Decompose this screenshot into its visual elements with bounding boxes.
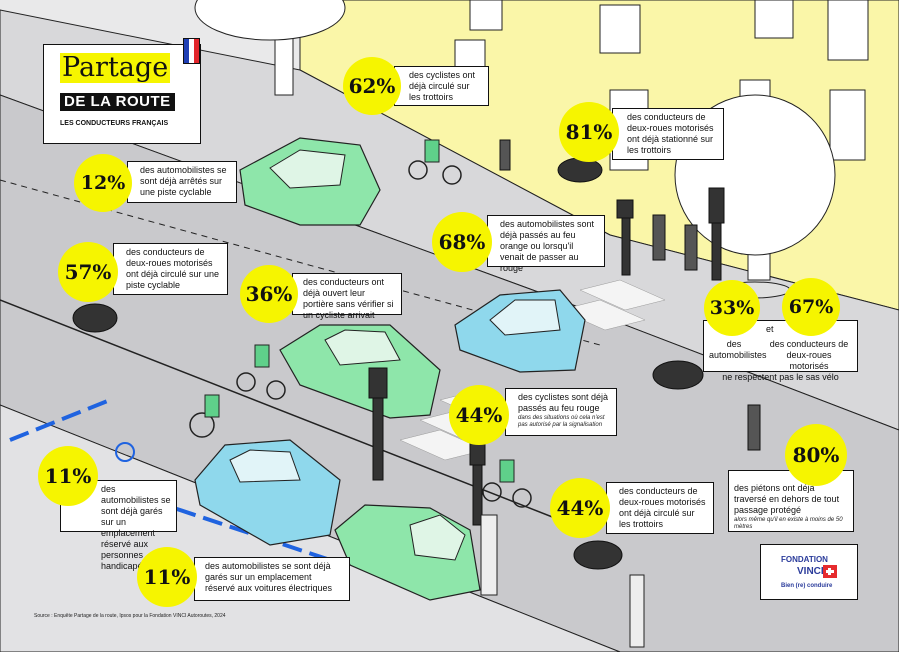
cyclists (189, 160, 532, 508)
logo-line2: VINCI (797, 566, 824, 577)
ev-charger (480, 514, 498, 596)
sas-velo-label-a: des automobilistes (709, 339, 767, 360)
sas-velo-connector: et (766, 324, 774, 334)
stat-text-motorcyclists-parked-sidewalk: des conducteurs de deux-roues motorisés … (612, 108, 724, 160)
wheelchair-icon (115, 442, 135, 462)
stat-note-pedestrians-crossing: alors même qu'il en existe à moins de 50… (734, 517, 843, 530)
sas-velo-text: ne respectent pas le sas vélo (722, 372, 839, 382)
stat-percent-ev-parking: 11% (137, 547, 197, 607)
stat-percent-sas-velo-motorcyclists: 67% (782, 278, 840, 336)
title-line1: Partage (60, 52, 171, 83)
stat-percent-door-opening: 36% (240, 265, 298, 323)
stat-percent-sas-velo-drivers: 33% (704, 280, 760, 336)
title-line2: DE LA ROUTE (60, 93, 175, 111)
title-line3: LES CONDUCTEURS FRANÇAIS (60, 120, 169, 127)
pedestrians (499, 139, 761, 451)
traffic-lights (368, 187, 725, 526)
stat-text-door-opening: des conducteurs ont déjà ouvert leur por… (292, 273, 402, 320)
stat-percent-disabled-parking: 11% (38, 446, 98, 506)
car-green-top (239, 137, 381, 226)
ev-charger (629, 574, 645, 648)
stat-percent-drivers-orange-light: 68% (432, 212, 492, 272)
stat-percent-cyclists-red-light: 44% (449, 385, 509, 445)
stat-text-motorcyclists-sidewalk: des conducteurs de deux-roues motorisés … (606, 482, 714, 534)
stat-text-cyclists-red-light: des cyclistes sont déjà passés au feu ro… (505, 388, 617, 436)
riders (204, 139, 515, 483)
sas-velo-label-b: des conducteurs de deux-roues motorisés (769, 339, 849, 371)
stat-percent-motorcyclists-sidewalk: 44% (550, 478, 610, 538)
tree-left (194, 0, 346, 96)
logo-line3: Bien (re) conduire (781, 583, 833, 589)
source-caption: Source : Enquête Partage de la route, Ip… (34, 613, 226, 619)
pickup-green (334, 504, 481, 601)
stat-text-ev-parking: des automobilistes se sont déjà garés su… (194, 557, 350, 601)
stat-text-cyclists-sidewalk: des cyclistes ont déjà circulé sur les t… (394, 66, 489, 106)
car-green-middle (279, 324, 441, 419)
stat-percent-pedestrians-crossing: 80% (785, 424, 847, 486)
title-panel: Partage DE LA ROUTE LES CONDUCTEURS FRAN… (43, 44, 201, 144)
stat-main-pedestrians-crossing: des piétons ont déjà traversé en dehors … (734, 483, 840, 515)
car-blue-right (454, 289, 586, 373)
stat-percent-motorcyclists-bike-lane: 57% (58, 242, 118, 302)
fondation-vinci-logo: FONDATION VINCI Bien (re) conduire (760, 544, 858, 600)
stat-main-cyclists-red-light: des cyclistes sont déjà passés au feu ro… (518, 392, 609, 413)
vinci-logo-icon (823, 565, 837, 578)
stat-percent-motorcyclists-parked-sidewalk: 81% (559, 102, 619, 162)
stat-percent-cyclists-sidewalk: 62% (343, 57, 401, 115)
stat-text-drivers-stopped-bike-lane: des automobilistes se sont déjà arrêtés … (127, 161, 237, 203)
french-flag-icon (183, 38, 200, 64)
stat-text-motorcyclists-bike-lane: des conducteurs de deux-roues motorisés … (113, 243, 228, 295)
motorbikes (72, 157, 704, 570)
car-blue-parked (194, 439, 341, 546)
logo-line1: FONDATION (781, 555, 828, 564)
stat-percent-drivers-stopped-bike-lane: 12% (74, 154, 132, 212)
stat-text-drivers-orange-light: des automobilistes sont déjà passés au f… (487, 215, 605, 273)
stat-note-cyclists-red-light: dans des situations où cela n'est pas au… (518, 415, 605, 428)
